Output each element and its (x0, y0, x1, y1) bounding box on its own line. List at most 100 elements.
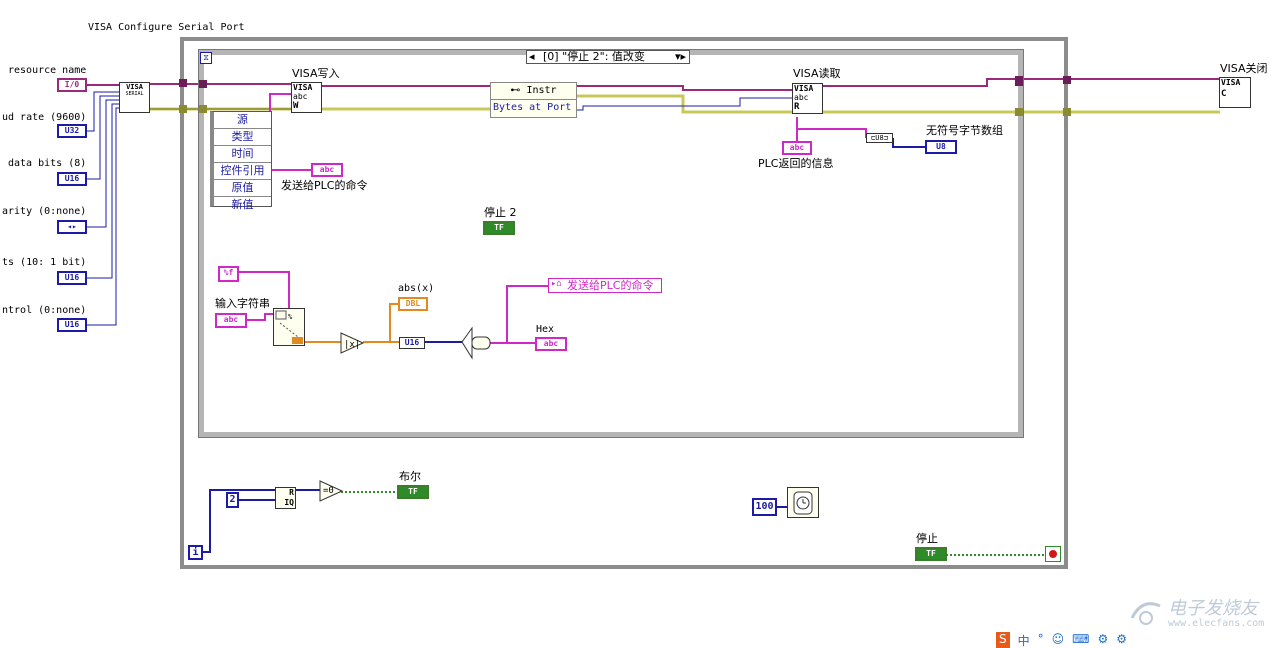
stop2-terminal[interactable]: TF (483, 221, 515, 235)
timeout-icon[interactable]: ⧖ (200, 52, 212, 64)
case-prev-icon[interactable]: ◂ (529, 50, 535, 63)
event-structure (198, 49, 1024, 438)
hex-label: Hex (536, 324, 555, 335)
while-loop (180, 37, 1068, 569)
parity-label: arity (0:none) (2, 206, 87, 217)
const-2[interactable]: 2 (226, 492, 239, 508)
visa-read-abc: abc (794, 93, 809, 102)
ime-keyboard-icon[interactable]: ⌨ (1072, 632, 1090, 646)
property-instr-label: Instr (526, 85, 557, 96)
ime-lang-icon[interactable]: 中 (1017, 634, 1030, 648)
shift-tunnel-error-left (179, 105, 187, 113)
plc-reply-label: PLC返回的信息 (758, 157, 834, 170)
configure-title: VISA Configure Serial Port (88, 22, 245, 33)
stop-bits-terminal[interactable]: U16 (57, 271, 87, 285)
case-selector-label: [0] "停止 2": 值改变 (543, 50, 645, 63)
baud-rate-terminal[interactable]: U32 (57, 124, 87, 138)
format-const[interactable]: %f (218, 266, 239, 282)
watermark-logo-icon (1130, 602, 1161, 625)
shift-tunnel-refnum-left (179, 79, 187, 87)
local-variable-icon: ▸⌂ (551, 279, 562, 289)
hex-terminal[interactable]: abc (535, 337, 567, 351)
visa-close-label: VISA关闭 (1220, 62, 1268, 75)
ime-settings-icon[interactable]: ⚙ (1116, 632, 1128, 646)
tunnel-refnum-right (1063, 76, 1071, 84)
send-cmd-local-label: 发送给PLC的命令 (567, 279, 654, 292)
send-cmd-local-variable[interactable]: ▸⌂ 发送给PLC的命令 (548, 278, 662, 293)
event-data-node[interactable]: 源 类型 时间 控件引用 原值 新值 (210, 111, 272, 211)
abs-terminal[interactable]: DBL (398, 297, 428, 311)
visa-write-w: W (293, 101, 299, 111)
bool-label: 布尔 (399, 470, 421, 483)
data-bits-terminal[interactable]: U16 (57, 172, 87, 186)
event-tunnel-error-right (1015, 108, 1023, 116)
event-data-ctlref: 控件引用 (214, 163, 271, 180)
parity-terminal[interactable]: ◂▸ (57, 220, 87, 234)
visa-write-node[interactable]: VISA abc W (291, 82, 322, 113)
event-data-oldval: 原值 (214, 180, 271, 197)
serial-node-sub: SERIAL (125, 91, 144, 97)
visa-read-node[interactable]: VISA abc R (792, 83, 823, 114)
input-string-terminal[interactable]: abc (215, 313, 247, 328)
visa-write-abc: abc (293, 92, 308, 101)
equal-zero-label: =0 (323, 486, 334, 496)
const-100[interactable]: 100 (752, 498, 777, 516)
watermark-text: 电子发烧友 (1168, 598, 1258, 619)
property-key-icon: ⊷ (510, 85, 527, 96)
visa-configure-serial-node[interactable]: VISA SERIAL (119, 82, 150, 113)
ime-punct-icon[interactable]: ° (1037, 632, 1044, 646)
quotient-remainder-node[interactable]: R IQ (275, 487, 296, 509)
event-tunnel-error (199, 105, 207, 113)
abs-label: abs(x) (398, 283, 435, 294)
property-instr: ⊷ Instr (491, 83, 576, 100)
stop-label: 停止 (916, 532, 938, 545)
case-next-icon[interactable]: ▾▸ (674, 50, 686, 63)
svg-text:|x|: |x| (344, 340, 360, 350)
ime-emoji-icon[interactable]: ☺ (1051, 632, 1065, 646)
ime-logo-icon[interactable]: S (996, 632, 1010, 648)
watermark-url: www.elecfans.com (1168, 618, 1265, 629)
tunnel-error-right (1063, 108, 1071, 116)
number-to-hex-node[interactable] (460, 326, 492, 360)
visa-read-r: R (794, 102, 800, 112)
visa-close-c: C (1221, 89, 1227, 99)
baud-rate-label: ud rate (9600) (2, 112, 87, 123)
event-data-newval: 新值 (231, 198, 254, 211)
scan-from-string-node[interactable]: % (273, 308, 305, 346)
plc-reply-terminal[interactable]: abc (782, 141, 812, 155)
bool-terminal[interactable]: TF (397, 485, 429, 499)
to-u16-node[interactable]: U16 (399, 337, 425, 349)
event-data-source: 源 (214, 112, 271, 129)
stop-bits-label: ts (10: 1 bit) (2, 257, 87, 268)
visa-write-title: VISA (293, 83, 313, 92)
stop2-label: 停止 2 (484, 206, 517, 219)
data-bits-label: data bits (8) (8, 158, 87, 169)
visa-write-label: VISA写入 (292, 67, 340, 80)
u8-array-terminal[interactable]: U8 (925, 140, 957, 154)
wait-ms-node[interactable] (787, 487, 819, 518)
resource-name-label: resource name (8, 65, 87, 76)
stop-terminal[interactable]: TF (915, 547, 947, 561)
scan-from-string-icon: % (275, 310, 303, 344)
event-data-time: 时间 (214, 146, 271, 163)
event-case-selector[interactable]: ◂ [0] "停止 2": 值改变 ▾▸ (526, 50, 690, 64)
visa-read-title: VISA (794, 84, 814, 93)
resource-name-terminal[interactable]: I/0 (57, 78, 87, 92)
loop-condition-terminal[interactable] (1045, 546, 1061, 562)
property-node[interactable]: ⊷ Instr Bytes at Port (490, 82, 577, 118)
quotient-iq: IQ (284, 498, 294, 507)
flow-control-terminal[interactable]: U16 (57, 318, 87, 332)
visa-close-node[interactable]: VISA C (1219, 77, 1251, 108)
input-string-label: 输入字符串 (215, 297, 270, 310)
string-to-byte-array-node[interactable]: ⊏U8⊐ (866, 133, 893, 143)
visa-read-label: VISA读取 (793, 67, 841, 80)
ime-skin-icon[interactable]: ⚙ (1097, 632, 1109, 646)
stop-sign-icon (1049, 550, 1057, 558)
wait-clock-icon (793, 491, 813, 515)
abs-node[interactable]: |x| (340, 332, 364, 354)
send-cmd-terminal[interactable]: abc (311, 163, 343, 177)
equal-zero-node[interactable] (319, 480, 343, 502)
u8-array-label: 无符号字节数组 (926, 124, 1003, 137)
